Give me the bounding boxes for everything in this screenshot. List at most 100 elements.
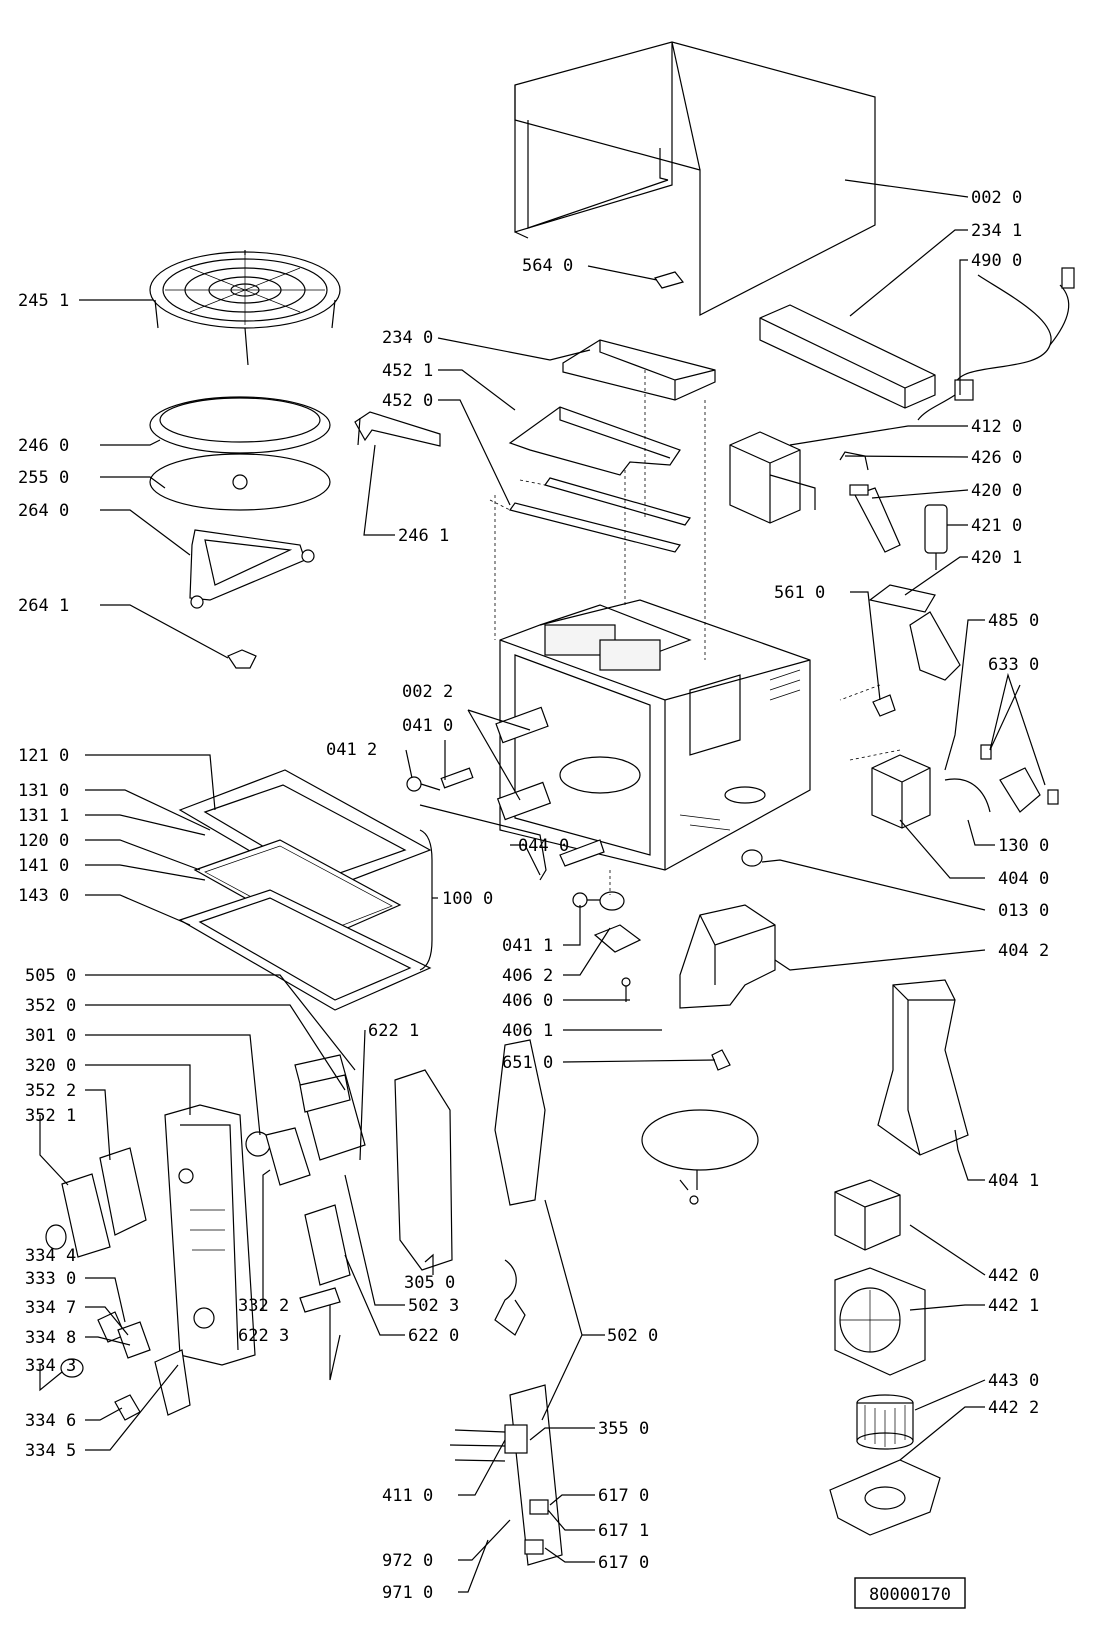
label-442-2: 442 2 xyxy=(988,1398,1039,1418)
part-glass-tray xyxy=(149,396,331,454)
label-255-0: 255 0 xyxy=(18,468,69,488)
part-cavity-bracket xyxy=(909,611,961,681)
label-041-1: 041 1 xyxy=(502,936,553,956)
part-lamp xyxy=(711,1049,731,1071)
label-502-0: 502 0 xyxy=(607,1326,658,1346)
label-352-0: 352 0 xyxy=(25,996,76,1016)
label-442-0: 442 0 xyxy=(988,1266,1039,1286)
label-041-0: 041 0 xyxy=(402,716,453,736)
part-air-duct-404-1 xyxy=(877,979,969,1156)
part-rod-044 xyxy=(419,804,547,881)
part-reflector xyxy=(508,406,681,476)
label-420-0: 420 0 xyxy=(971,481,1022,501)
part-bracket-002-2-bottom xyxy=(496,781,552,821)
label-100-0: 100 0 xyxy=(442,889,493,909)
leader-lines xyxy=(39,179,1046,1593)
label-412-0: 412 0 xyxy=(971,417,1022,437)
part-air-duct-404-2 xyxy=(679,904,776,1009)
label-332-2: 332 2 xyxy=(238,1296,289,1316)
part-bracket-041-0 xyxy=(440,767,474,789)
label-651-0: 651 0 xyxy=(502,1053,553,1073)
part-magnetron xyxy=(871,754,931,829)
label-452-0: 452 0 xyxy=(382,391,433,411)
part-heating-elements xyxy=(489,477,691,553)
label-334-4: 334 4 xyxy=(25,1246,76,1266)
part-screw-041-2 xyxy=(406,776,441,792)
label-406-1: 406 1 xyxy=(502,1021,553,1041)
part-fan-impeller-443 xyxy=(856,1394,914,1450)
part-switch-assembly-301 xyxy=(245,1127,311,1186)
label-002-0: 002 0 xyxy=(971,188,1022,208)
part-circuit-board-622-0 xyxy=(299,1204,351,1313)
label-334-6: 334 6 xyxy=(25,1411,76,1431)
label-264-0: 264 0 xyxy=(18,501,69,521)
label-490-0: 490 0 xyxy=(971,251,1022,271)
label-622-0: 622 0 xyxy=(408,1326,459,1346)
label-246-1: 246 1 xyxy=(398,526,449,546)
label-622-3: 622 3 xyxy=(238,1326,289,1346)
label-041-2: 041 2 xyxy=(326,740,377,760)
label-443-0: 443 0 xyxy=(988,1371,1039,1391)
label-617-0-top: 617 0 xyxy=(598,1486,649,1506)
bracket-100 xyxy=(419,829,433,971)
part-capacitor-420 xyxy=(849,484,901,553)
label-971-0: 971 0 xyxy=(382,1583,433,1603)
part-fan-base-442-2 xyxy=(829,1459,941,1536)
part-fan-housing-442-1 xyxy=(834,1267,926,1376)
label-334-3: 334 3 xyxy=(25,1356,76,1376)
label-234-1: 234 1 xyxy=(971,221,1022,241)
part-labels: 002 0 234 1 490 0 564 0 245 1 234 0 452 … xyxy=(18,188,1049,1603)
label-131-1: 131 1 xyxy=(18,806,69,826)
label-561-0: 561 0 xyxy=(774,583,825,603)
label-334-5: 334 5 xyxy=(25,1441,76,1461)
label-404-2: 404 2 xyxy=(998,941,1049,961)
part-roller-support xyxy=(189,529,315,609)
label-420-1: 420 1 xyxy=(971,548,1022,568)
part-main-board-502 xyxy=(449,1384,563,1566)
part-thermostat xyxy=(980,744,1059,813)
label-622-1: 622 1 xyxy=(368,1021,419,1041)
part-circuit-board-622-1 xyxy=(294,1054,366,1161)
label-013-0: 013 0 xyxy=(998,901,1049,921)
part-direction-arrow xyxy=(494,1259,526,1336)
label-120-0: 120 0 xyxy=(18,831,69,851)
label-334-8: 334 8 xyxy=(25,1328,76,1348)
label-972-0: 972 0 xyxy=(382,1551,433,1571)
label-411-0: 411 0 xyxy=(382,1486,433,1506)
part-cover-234-0 xyxy=(562,339,716,401)
document-number-text: 80000170 xyxy=(869,1585,951,1605)
part-bracket-246-1 xyxy=(354,411,441,447)
part-bracket-041-1 xyxy=(559,839,605,867)
label-426-0: 426 0 xyxy=(971,448,1022,468)
label-633-0: 633 0 xyxy=(988,655,1039,675)
label-404-0: 404 0 xyxy=(998,869,1049,889)
part-bracket-305 xyxy=(394,1069,453,1271)
label-452-1: 452 1 xyxy=(382,361,433,381)
part-bracket-420-1 xyxy=(868,584,936,613)
label-141-0: 141 0 xyxy=(18,856,69,876)
assembly-guides xyxy=(494,370,901,895)
part-352-1 xyxy=(61,1173,111,1258)
label-352-1: 352 1 xyxy=(25,1106,76,1126)
label-502-3: 502 3 xyxy=(408,1296,459,1316)
part-wire-426 xyxy=(839,451,869,471)
label-234-0: 234 0 xyxy=(382,328,433,348)
part-turntable-motor xyxy=(593,891,642,1002)
part-352-2 xyxy=(99,1147,147,1236)
part-fan-motor-442-0 xyxy=(834,1179,901,1251)
label-485-0: 485 0 xyxy=(988,611,1039,631)
label-121-0: 121 0 xyxy=(18,746,69,766)
label-002-2: 002 2 xyxy=(402,682,453,702)
label-334-7: 334 7 xyxy=(25,1298,76,1318)
label-131-0: 131 0 xyxy=(18,781,69,801)
part-foot xyxy=(741,849,763,867)
part-cover-234-1 xyxy=(759,304,936,409)
part-grill-rack xyxy=(149,250,341,366)
label-421-0: 421 0 xyxy=(971,516,1022,536)
part-plate xyxy=(149,453,331,511)
label-301-0: 301 0 xyxy=(25,1026,76,1046)
label-617-1: 617 1 xyxy=(598,1521,649,1541)
label-352-2: 352 2 xyxy=(25,1081,76,1101)
label-404-1: 404 1 xyxy=(988,1171,1039,1191)
